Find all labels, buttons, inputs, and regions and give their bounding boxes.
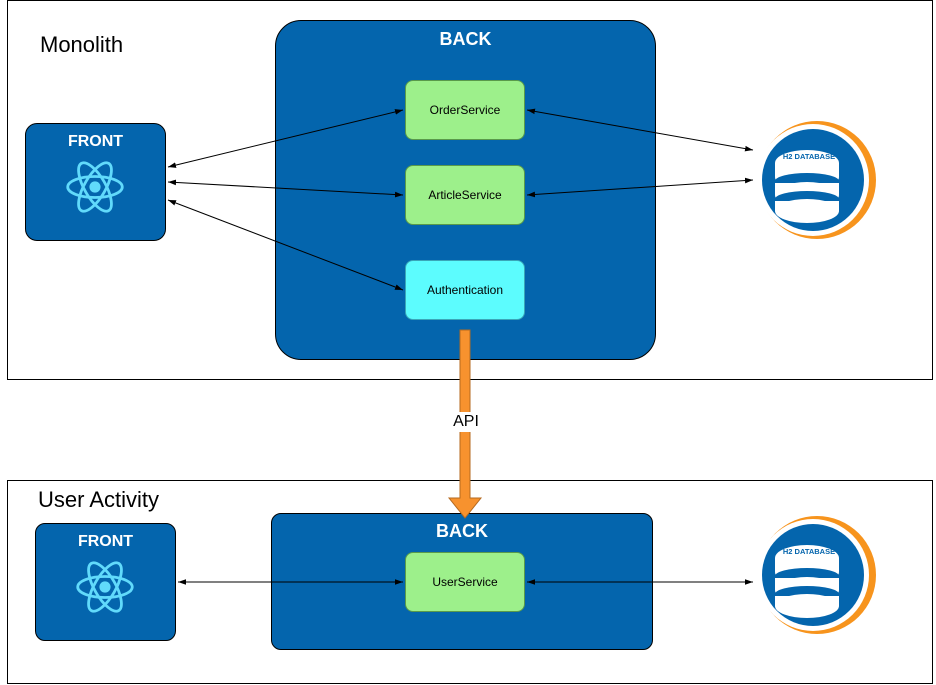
- article-service-label: ArticleService: [428, 188, 502, 202]
- h2-database-icon: H2 DATABASE: [757, 516, 876, 634]
- monolith-back-label: BACK: [439, 29, 492, 49]
- user-activity-title: User Activity: [38, 487, 160, 512]
- front-order-link: [167, 109, 404, 168]
- order-service-node: OrderService: [405, 80, 525, 140]
- h2-database-icon: H2 DATABASE: [757, 121, 876, 239]
- user-service-label: UserService: [432, 575, 498, 589]
- front-article-link: [167, 179, 404, 198]
- db-top-label: H2 DATABASE: [783, 152, 835, 161]
- article-db-link: [526, 177, 754, 198]
- order-service-label: OrderService: [429, 103, 501, 117]
- react-atom-icon: [66, 161, 124, 213]
- monolith-front-label: FRONT: [67, 133, 124, 150]
- user-activity-back-label: BACK: [436, 521, 488, 541]
- react-atom-icon: [76, 561, 134, 613]
- db-bottom-label: H2 DATABASE: [783, 547, 835, 556]
- monolith-title: Monolith: [40, 32, 124, 57]
- user-activity-front-label: FRONT: [77, 533, 134, 550]
- authentication-label: Authentication: [426, 283, 504, 297]
- article-service-node: ArticleService: [405, 165, 525, 225]
- api-label: API: [446, 412, 486, 432]
- authentication-node: Authentication: [405, 260, 525, 320]
- front-auth-link: [167, 199, 404, 291]
- order-db-link: [526, 108, 754, 152]
- user-service-node: UserService: [405, 552, 525, 612]
